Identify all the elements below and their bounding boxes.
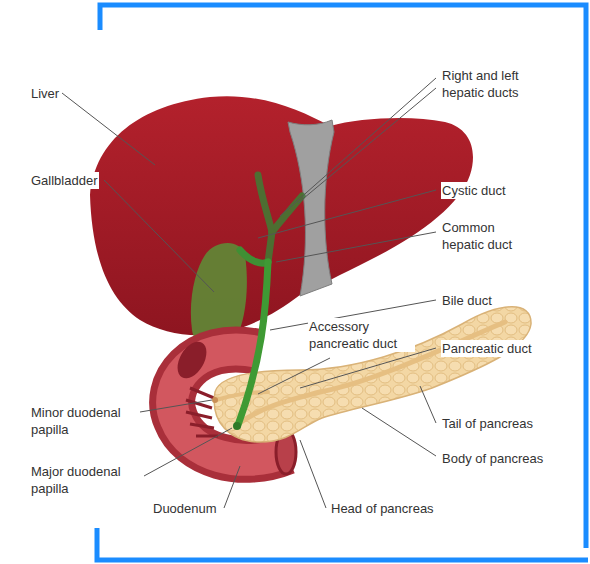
label-holder: Gallbladder bbox=[30, 172, 99, 189]
part-label: Duodenum bbox=[152, 500, 218, 517]
label-holder: Pancreatic duct bbox=[441, 340, 533, 357]
cystic-duct bbox=[240, 250, 268, 263]
label-holder: Minor duodenal papilla bbox=[30, 404, 136, 438]
part-label: Major duodenal papilla bbox=[30, 463, 136, 497]
label-holder: Body of pancreas bbox=[441, 450, 544, 467]
part-label: Gallbladder bbox=[30, 172, 99, 189]
label-holder: Tail of pancreas bbox=[441, 415, 534, 432]
label-holder: Accessory pancreatic duct bbox=[308, 318, 415, 352]
label-holder: Major duodenal papilla bbox=[30, 463, 136, 497]
label-holder: Right and left hepatic ducts bbox=[441, 67, 543, 101]
label-holder: Head of pancreas bbox=[330, 500, 435, 517]
leader-lines bbox=[62, 78, 436, 508]
minor-papilla bbox=[212, 397, 218, 403]
label-holder: Bile duct bbox=[441, 292, 493, 309]
part-label: Common hepatic duct bbox=[441, 219, 528, 253]
part-label: Pancreatic duct bbox=[441, 340, 533, 357]
label-holder: Liver bbox=[30, 85, 60, 102]
bile-duct bbox=[238, 262, 268, 425]
liver-shape bbox=[90, 96, 473, 335]
part-label: Bile duct bbox=[441, 292, 493, 309]
part-label: Liver bbox=[30, 85, 60, 102]
part-label: Minor duodenal papilla bbox=[30, 404, 136, 438]
part-label: Cystic duct bbox=[441, 182, 507, 199]
frame-line bbox=[97, 528, 588, 560]
major-papilla bbox=[233, 422, 241, 430]
part-label: Head of pancreas bbox=[330, 500, 435, 517]
label-holder: Common hepatic duct bbox=[441, 219, 528, 253]
part-label: Tail of pancreas bbox=[441, 415, 534, 432]
part-label: Right and left hepatic ducts bbox=[441, 67, 543, 101]
label-holder: Cystic duct bbox=[441, 182, 507, 199]
part-label: Accessory pancreatic duct bbox=[308, 318, 415, 352]
part-label: Body of pancreas bbox=[441, 450, 544, 467]
hepatic-ducts bbox=[258, 175, 302, 262]
label-holder: Duodenum bbox=[152, 500, 218, 517]
